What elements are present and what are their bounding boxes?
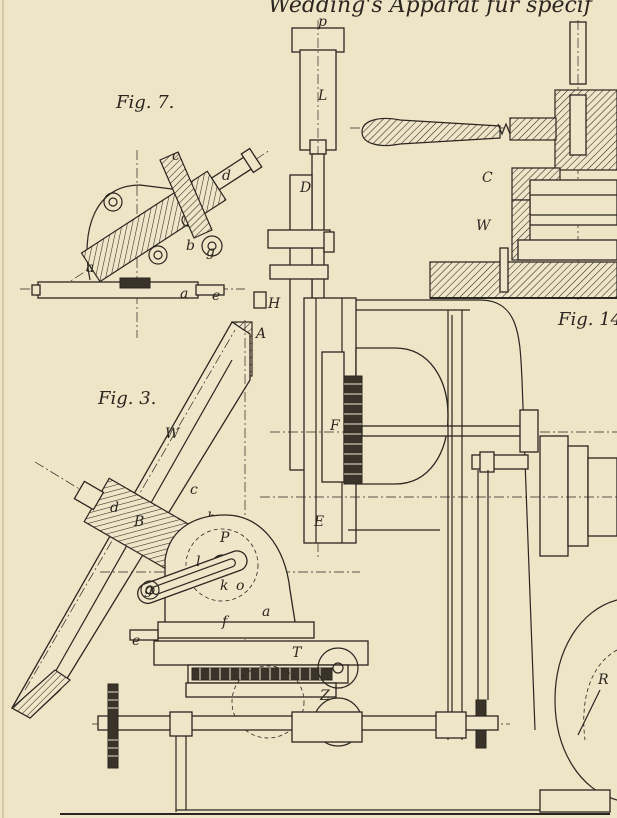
plate-title: Wedding's Apparat für specif (268, 0, 596, 18)
fig7-label-g: g (206, 244, 215, 260)
fig14-caption: Fig. 14 (557, 309, 617, 330)
main-label-H: H (267, 296, 281, 312)
fig7-caption: Fig. 7. (115, 92, 174, 113)
main-machine-drawing: p L D H A E F (231, 14, 617, 801)
main-label-L: L (317, 88, 327, 104)
fig7-label-a: a (86, 260, 94, 276)
fig7-label-e: e (212, 288, 220, 304)
fig3-label-l: l (196, 554, 200, 570)
fig3-label-a: a (262, 604, 270, 620)
fig14-label-W: W (476, 218, 492, 234)
fig3-label-f: f (221, 614, 230, 630)
fig7-label-a-base: a (180, 286, 188, 302)
fig3-label-c: c (190, 482, 198, 498)
fig3-label-T: T (292, 645, 303, 661)
main-label-D: D (299, 180, 311, 196)
fig14-label-C: C (482, 170, 493, 186)
main-label-F: F (329, 418, 341, 434)
fig3-label-P: P (219, 530, 230, 546)
fig7-label-b: b (186, 238, 195, 254)
fig3-label-k: k (220, 578, 228, 594)
fig7-label-c: c (172, 148, 180, 164)
fig3-label-e: e (132, 633, 140, 649)
fig3-label-W: W (165, 426, 181, 442)
fig3-label-d: d (110, 500, 119, 516)
fig3-label-B: B (133, 514, 144, 530)
fig3-label-Z: Z (319, 688, 330, 704)
fig3-label-o: o (236, 578, 244, 594)
main-label-R: R (597, 672, 609, 688)
fig7-label-d: d (222, 168, 231, 184)
fig14-drawing: Fig. 14 C W (350, 20, 617, 330)
fig3-label-g: g (144, 582, 153, 598)
fig3-drawing: Fig. 3. W d B c b P l g (10, 320, 611, 815)
fig7-drawing: Fig. 7. c d a b g a e (20, 92, 271, 338)
main-label-A: A (254, 326, 266, 342)
main-label-p: p (318, 14, 327, 30)
fig3-caption: Fig. 3. (97, 388, 156, 409)
main-label-E: E (313, 514, 324, 530)
